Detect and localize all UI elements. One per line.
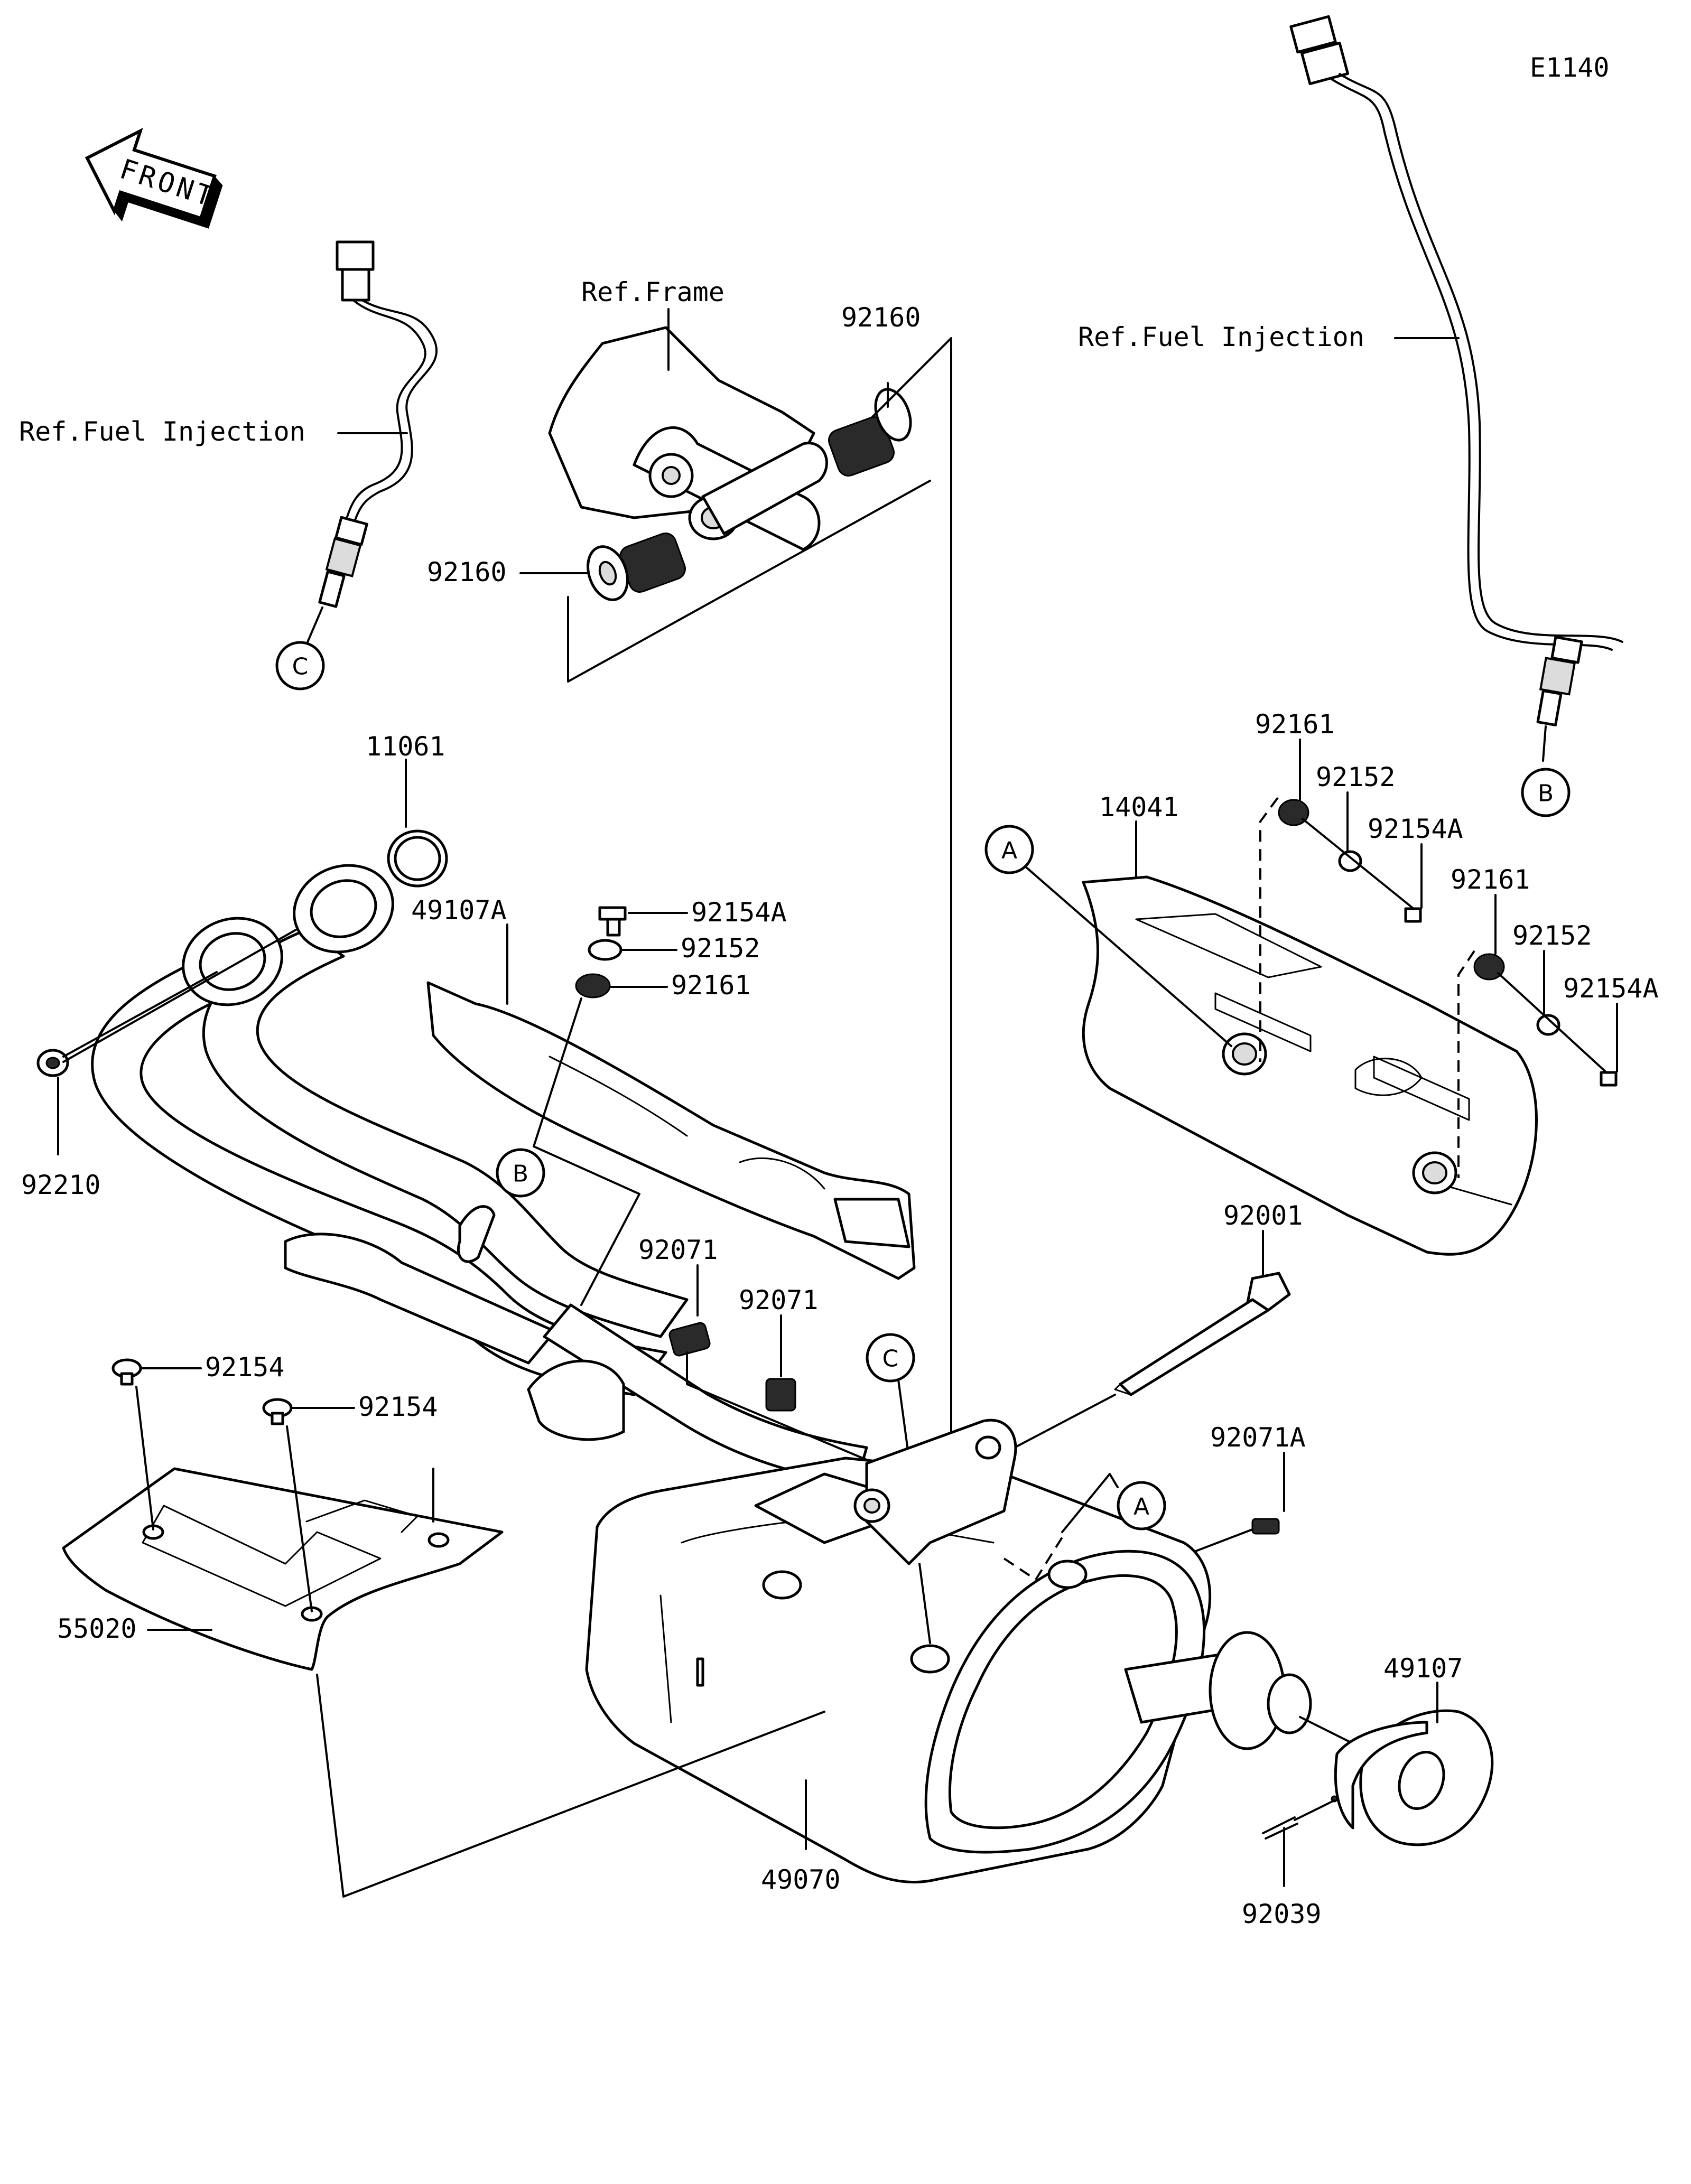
- callout-b-circle-left: [496, 1148, 545, 1198]
- part-92154A-r1: 92154A: [1368, 814, 1463, 844]
- bracket-92160-line: [871, 337, 952, 1475]
- end-cap-49107: [1331, 1709, 1494, 1846]
- callout-c-circle-mid: [866, 1333, 915, 1383]
- damper-92071-b: [765, 1378, 796, 1412]
- tail-pipe: [1124, 1631, 1312, 1750]
- part-92161-r1: 92161: [1255, 709, 1335, 740]
- sensor-boss-b: [457, 1205, 496, 1263]
- leader-92210-b: [62, 929, 297, 1063]
- callout-a-circle-top: [984, 825, 1034, 874]
- part-92071-b: 92071: [739, 1285, 819, 1315]
- part-92210: 92210: [21, 1170, 101, 1200]
- bracket-49107A-fasteners: [533, 997, 640, 1306]
- o2-sensor-left: [305, 240, 438, 646]
- leader-callout-a-top: [1024, 865, 1232, 1047]
- bolt-92154A-r1: [1404, 907, 1422, 923]
- bolt-axis-92001: [1014, 1394, 1116, 1449]
- damper-92071A: [1251, 1518, 1280, 1535]
- leader-bracket: [918, 1563, 931, 1644]
- leader-92210-a: [62, 971, 218, 1058]
- part-14041: 14041: [1099, 792, 1179, 823]
- exhaust-header-pipes: [91, 864, 868, 1486]
- ref-frame: Ref.Frame: [581, 277, 724, 307]
- part-92161-mid: 92161: [671, 970, 751, 1001]
- dash-heat-shield-2: [1457, 950, 1475, 1178]
- heat-shield-14041: [1082, 875, 1538, 1256]
- diagram-id: E1140: [1530, 52, 1610, 83]
- dash-callout-a-mid: [1003, 1536, 1063, 1581]
- callout-a-circle-mid: [1117, 1481, 1166, 1530]
- part-92154A-r2: 92154A: [1563, 973, 1659, 1004]
- grommet-92160-left: [587, 533, 686, 601]
- leader-callout-c-mid: [897, 1379, 910, 1459]
- bolt-92154-b: [262, 1398, 293, 1425]
- part-92160-left: 92160: [427, 557, 507, 587]
- part-92039: 92039: [1242, 1899, 1322, 1929]
- bolt-92154A-r2: [1600, 1071, 1618, 1087]
- bolt-92154A-mid: [598, 906, 627, 937]
- heat-cover-49107A: [426, 981, 916, 1280]
- dash-heat-shield-1: [1259, 797, 1279, 1062]
- part-55020: 55020: [57, 1613, 137, 1644]
- lower-cover-55020: [62, 1467, 504, 1671]
- collar-92152-r1: [1338, 850, 1362, 872]
- bracket-frame-group: [567, 480, 931, 683]
- front-arrow: FRONT: [85, 127, 223, 229]
- part-92154-a: 92154: [205, 1352, 285, 1383]
- callout-c-top: C: [292, 654, 309, 680]
- part-92161-r2: 92161: [1451, 864, 1530, 895]
- bolt-92001: [1114, 1272, 1291, 1396]
- callout-c-circle: [275, 641, 325, 690]
- part-92152-r1: 92152: [1316, 762, 1396, 792]
- part-92071A: 92071A: [1210, 1422, 1306, 1453]
- part-92154-b: 92154: [358, 1392, 438, 1422]
- leader-92039-to-cap: [1294, 1799, 1335, 1821]
- leader-fastener-chain-r2: [1497, 972, 1608, 1074]
- muffler-bracket: [853, 1418, 1017, 1565]
- leader-92154-b-down: [286, 1425, 313, 1612]
- callout-b-circle-right: [1521, 768, 1571, 817]
- callout-b-left: B: [513, 1161, 528, 1188]
- collar-92152-r2: [1536, 1014, 1560, 1036]
- part-49070: 49070: [761, 1864, 841, 1895]
- leader-fastener-chain-r1: [1302, 818, 1415, 910]
- grommet-92161-mid: [575, 973, 611, 998]
- part-92152-r2: 92152: [1512, 920, 1592, 951]
- part-92001: 92001: [1223, 1200, 1303, 1231]
- part-92154A-mid: 92154A: [691, 897, 787, 928]
- grommet-92161-r1: [1278, 799, 1309, 826]
- leader-callout-a-mid: [1061, 1473, 1119, 1533]
- callout-b-right: B: [1538, 780, 1554, 807]
- muffler-49070: [585, 1457, 1212, 1884]
- leader-92154-a-down: [135, 1386, 154, 1530]
- part-92160-top: 92160: [841, 302, 921, 333]
- callout-a-mid: A: [1133, 1494, 1149, 1520]
- part-49107A: 49107A: [411, 895, 507, 926]
- frame-bracket: [548, 326, 828, 551]
- bracket-cover-to-muffler: [316, 1674, 825, 1898]
- grommet-92160-right: [828, 388, 912, 477]
- part-92152-mid: 92152: [681, 933, 760, 964]
- ref-fuel-injection-left: Ref.Fuel Injection: [19, 416, 305, 447]
- part-11061: 11061: [366, 731, 445, 762]
- part-92071-a: 92071: [638, 1235, 718, 1265]
- collar-92152-mid: [588, 939, 622, 961]
- callout-a-top: A: [1001, 837, 1017, 864]
- damper-92071-a: [668, 1322, 711, 1357]
- tail-pipe-axis: [1299, 1716, 1354, 1744]
- part-49107: 49107: [1383, 1653, 1463, 1684]
- o2-sensor-right: [1289, 15, 1623, 762]
- pin-92039: [1262, 1816, 1298, 1840]
- callout-c-mid: C: [882, 1346, 899, 1373]
- grommet-92161-r2: [1473, 953, 1505, 981]
- bolt-92154-a: [112, 1358, 142, 1386]
- ref-fuel-injection-right: Ref.Fuel Injection: [1078, 322, 1364, 352]
